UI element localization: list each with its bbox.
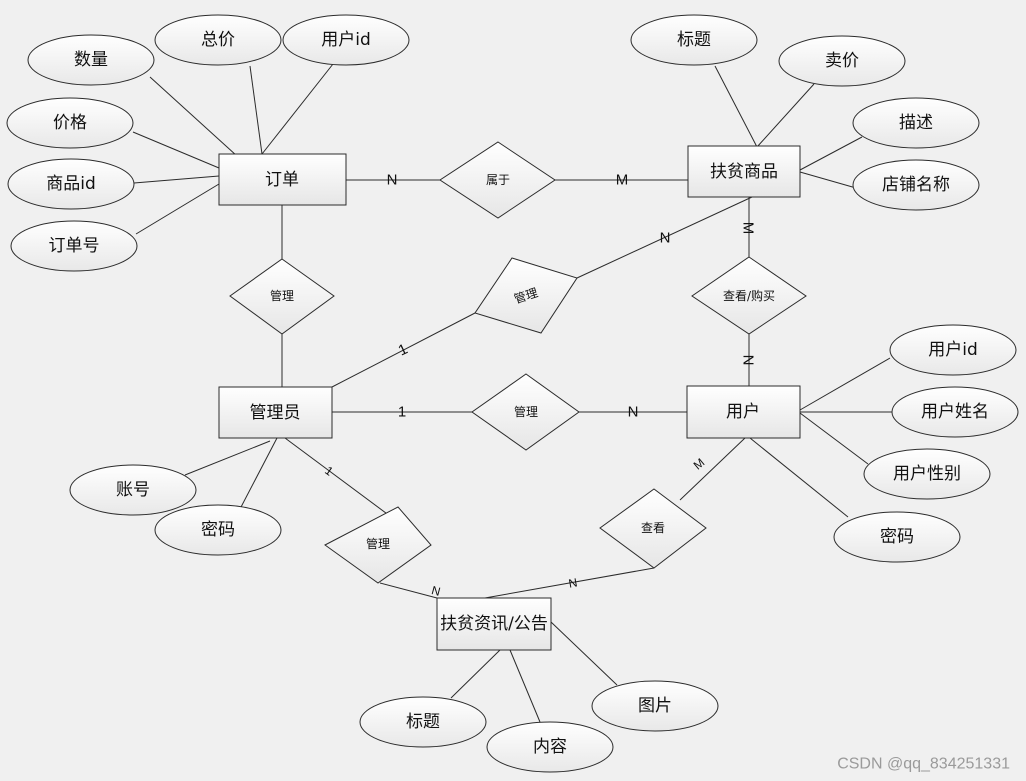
rel-manage-order-label: 管理	[270, 288, 294, 303]
rel-manage-order: 管理	[229, 258, 335, 335]
attr-user-password: 密码	[833, 511, 961, 563]
card-admin-manage-news: 1	[322, 463, 336, 478]
attr-news-title-label: 标题	[406, 712, 440, 732]
entity-admin-label: 管理员	[250, 403, 301, 423]
rel-manage-news-label: 管理	[366, 536, 390, 551]
attr-admin-password-label: 密码	[201, 520, 235, 540]
attr-order-quantity-label: 数量	[74, 50, 108, 70]
card-order-belongs: N	[387, 172, 398, 189]
entity-product-label: 扶贫商品	[710, 162, 778, 182]
attr-news-image: 图片	[591, 680, 719, 732]
attr-product-price-label: 卖价	[825, 51, 859, 71]
rel-view-buy-label: 查看/购买	[723, 288, 775, 303]
attr-user-gender-label: 用户性别	[893, 464, 961, 484]
attr-user-name-label: 用户姓名	[921, 402, 989, 422]
attr-news-content-label: 内容	[533, 737, 567, 757]
rel-view-news-label: 查看	[641, 521, 665, 535]
attr-order-number: 订单号	[10, 220, 138, 272]
entity-user: 用户	[686, 385, 801, 439]
attr-user-password-label: 密码	[880, 527, 914, 547]
entity-news: 扶贫资讯/公告	[436, 597, 552, 651]
attr-admin-password: 密码	[154, 504, 282, 556]
card-view-news-n: N	[568, 575, 579, 590]
attr-user-id: 用户id	[889, 324, 1017, 376]
entity-news-label: 扶贫资讯/公告	[440, 614, 548, 634]
attr-product-shop: 店铺名称	[852, 159, 980, 211]
attr-user-id-label: 用户id	[928, 340, 978, 360]
attr-order-productid-label: 商品id	[46, 174, 96, 194]
attr-order-quantity: 数量	[27, 34, 155, 86]
attr-product-title: 标题	[630, 14, 758, 66]
entity-order: 订单	[218, 153, 347, 206]
attr-news-content: 内容	[486, 721, 614, 773]
attr-order-userid: 用户id	[282, 14, 410, 66]
card-viewbuy-user: N	[740, 355, 757, 366]
rel-view-news: 查看	[599, 488, 707, 569]
attr-order-productid: 商品id	[7, 158, 135, 210]
connector-lines	[132, 63, 893, 723]
attr-product-shop-label: 店铺名称	[882, 175, 950, 195]
rel-belongs: 属于	[439, 141, 556, 219]
attr-admin-account: 账号	[69, 464, 197, 516]
attr-user-gender: 用户性别	[863, 448, 991, 500]
rel-manage-news: 管理	[324, 506, 432, 584]
attr-order-userid-label: 用户id	[321, 30, 371, 50]
attr-admin-account-label: 账号	[116, 480, 150, 500]
attr-order-price-label: 价格	[53, 113, 87, 133]
rel-manage-product: 管理	[474, 257, 578, 334]
attr-user-name: 用户姓名	[891, 386, 1019, 438]
attr-product-desc: 描述	[852, 97, 980, 149]
attr-product-desc-label: 描述	[899, 113, 933, 133]
card-product-manage: N	[660, 230, 671, 247]
attr-news-title: 标题	[359, 696, 487, 748]
watermark: CSDN @qq_834251331	[837, 756, 1010, 773]
entity-order-label: 订单	[265, 170, 299, 190]
rel-manage-user: 管理	[471, 373, 580, 451]
card-product-viewbuy: M	[740, 222, 757, 235]
card-user-view-m: M	[691, 455, 708, 472]
card-admin-manage-product: 1	[396, 341, 411, 360]
attr-product-price: 卖价	[778, 35, 906, 87]
card-belongs-product: M	[616, 172, 629, 189]
attr-order-total-label: 总价	[201, 30, 235, 50]
card-manage-news-n: N	[430, 583, 442, 599]
attr-order-number-label: 订单号	[49, 236, 100, 256]
card-admin-manage-user: 1	[398, 404, 406, 421]
entity-user-label: 用户	[726, 402, 760, 422]
rel-manage-product-label: 管理	[512, 285, 539, 307]
rel-belongs-label: 属于	[486, 173, 510, 187]
entity-admin: 管理员	[218, 386, 333, 439]
rel-manage-user-label: 管理	[514, 404, 538, 419]
attr-product-title-label: 标题	[677, 30, 711, 50]
attr-news-image-label: 图片	[638, 696, 672, 716]
entity-product: 扶贫商品	[687, 145, 801, 198]
rel-view-buy: 查看/购买	[691, 256, 807, 335]
attr-order-total: 总价	[154, 14, 282, 66]
attr-order-price: 价格	[6, 97, 134, 149]
card-manage-user-n: N	[628, 404, 639, 421]
